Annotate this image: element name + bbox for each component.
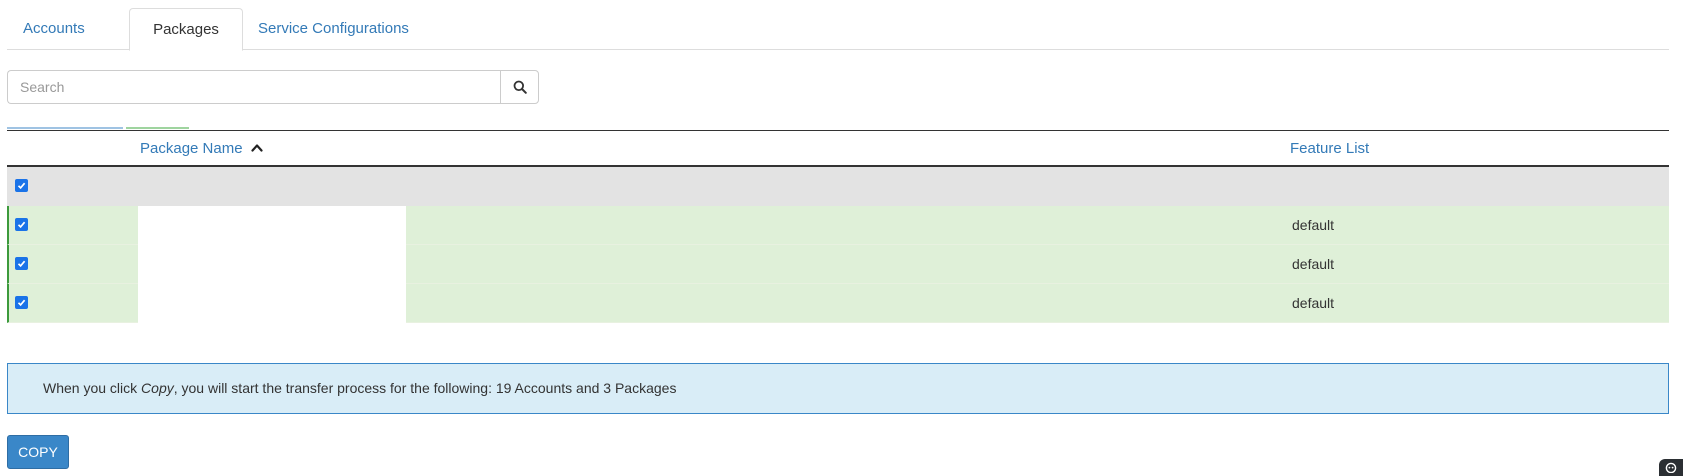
info-text: When you click — [43, 380, 142, 396]
search-button[interactable] — [500, 70, 539, 104]
tab-bar: Accounts Packages Service Configurations — [7, 8, 1669, 51]
checkmark-icon — [17, 299, 26, 307]
search-input[interactable] — [7, 70, 501, 104]
search-group — [7, 70, 539, 104]
checkmark-icon — [17, 260, 26, 268]
table-row[interactable]: default — [7, 284, 1669, 323]
tab-packages[interactable]: Packages — [129, 8, 243, 51]
select-all-row — [7, 167, 1669, 206]
tab-accounts[interactable]: Accounts — [23, 20, 85, 37]
chevron-up-icon — [251, 144, 263, 152]
select-all-checkbox[interactable] — [15, 179, 28, 192]
table-header: Package Name Feature List — [7, 130, 1669, 167]
package-name-cell — [138, 284, 406, 323]
row-checkbox[interactable] — [15, 257, 28, 270]
checkmark-icon — [17, 221, 26, 229]
column-header-feature-list[interactable]: Feature List — [1290, 140, 1370, 157]
column-header-package-name[interactable]: Package Name — [140, 131, 263, 166]
package-name-cell — [138, 245, 406, 284]
column-label: Package Name — [140, 140, 243, 157]
feature-list-cell: default — [1292, 217, 1335, 233]
feature-list-cell: default — [1292, 256, 1335, 272]
package-name-cell — [138, 206, 406, 245]
info-copy-emphasis: Copy — [141, 380, 174, 396]
divider-accent — [126, 127, 189, 129]
help-widget[interactable] — [1659, 459, 1683, 476]
info-text-summary: , you will start the transfer process fo… — [173, 380, 677, 396]
packages-table: Package Name Feature List default — [7, 130, 1669, 323]
checkmark-icon — [17, 182, 26, 190]
table-row[interactable]: default — [7, 206, 1669, 245]
chat-bot-icon — [1665, 462, 1677, 473]
search-icon — [513, 80, 527, 94]
feature-list-cell: default — [1292, 295, 1335, 311]
transfer-info-alert: When you click Copy, you will start the … — [7, 363, 1669, 414]
row-checkbox[interactable] — [15, 218, 28, 231]
table-row[interactable]: default — [7, 245, 1669, 284]
row-checkbox[interactable] — [15, 296, 28, 309]
copy-button[interactable]: COPY — [7, 435, 69, 469]
divider-accent — [7, 127, 123, 129]
tab-service-configurations[interactable]: Service Configurations — [258, 20, 409, 37]
